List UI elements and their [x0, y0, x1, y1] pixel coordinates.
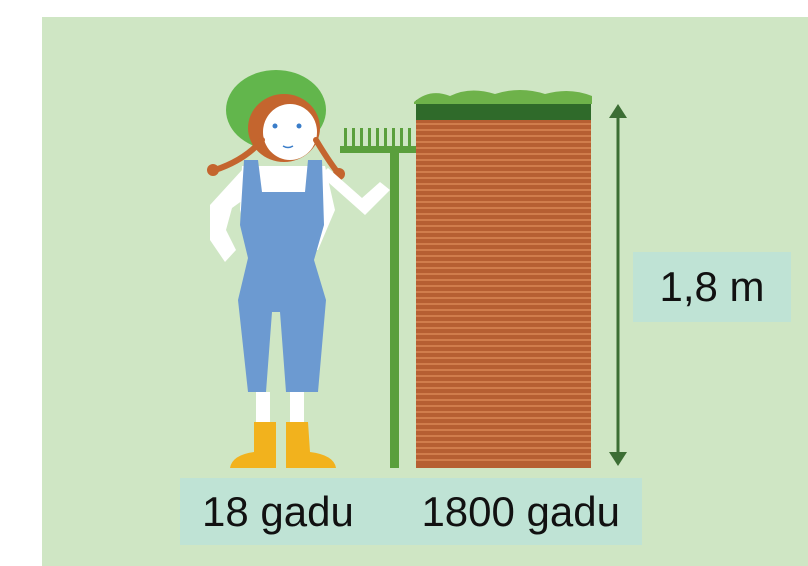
illustration-panel: 1,8 m 18 gadu 1800 gadu — [42, 17, 808, 566]
leg-left — [256, 392, 270, 424]
person-age-label: 18 gadu — [202, 488, 354, 536]
rake-tine — [408, 128, 411, 148]
rake-tine — [360, 128, 363, 148]
rake-tine — [368, 128, 371, 148]
soil-age-label: 1800 gadu — [421, 488, 620, 536]
rake-tine — [392, 128, 395, 148]
rake-tine — [344, 128, 347, 148]
soil-block — [416, 118, 591, 468]
height-label-text: 1,8 m — [659, 263, 764, 311]
braid-tip-left — [207, 164, 219, 176]
eye-right — [297, 124, 302, 129]
rake-handle — [390, 150, 399, 468]
rake-tine — [376, 128, 379, 148]
rake-tine — [384, 128, 387, 148]
eye-left — [273, 124, 278, 129]
rake-tine — [352, 128, 355, 148]
soil-profile — [414, 90, 592, 468]
leg-right — [290, 392, 304, 424]
height-label: 1,8 m — [633, 252, 791, 322]
age-labels: 18 gadu 1800 gadu — [180, 478, 642, 545]
rake-tine — [400, 128, 403, 148]
face — [263, 104, 317, 160]
